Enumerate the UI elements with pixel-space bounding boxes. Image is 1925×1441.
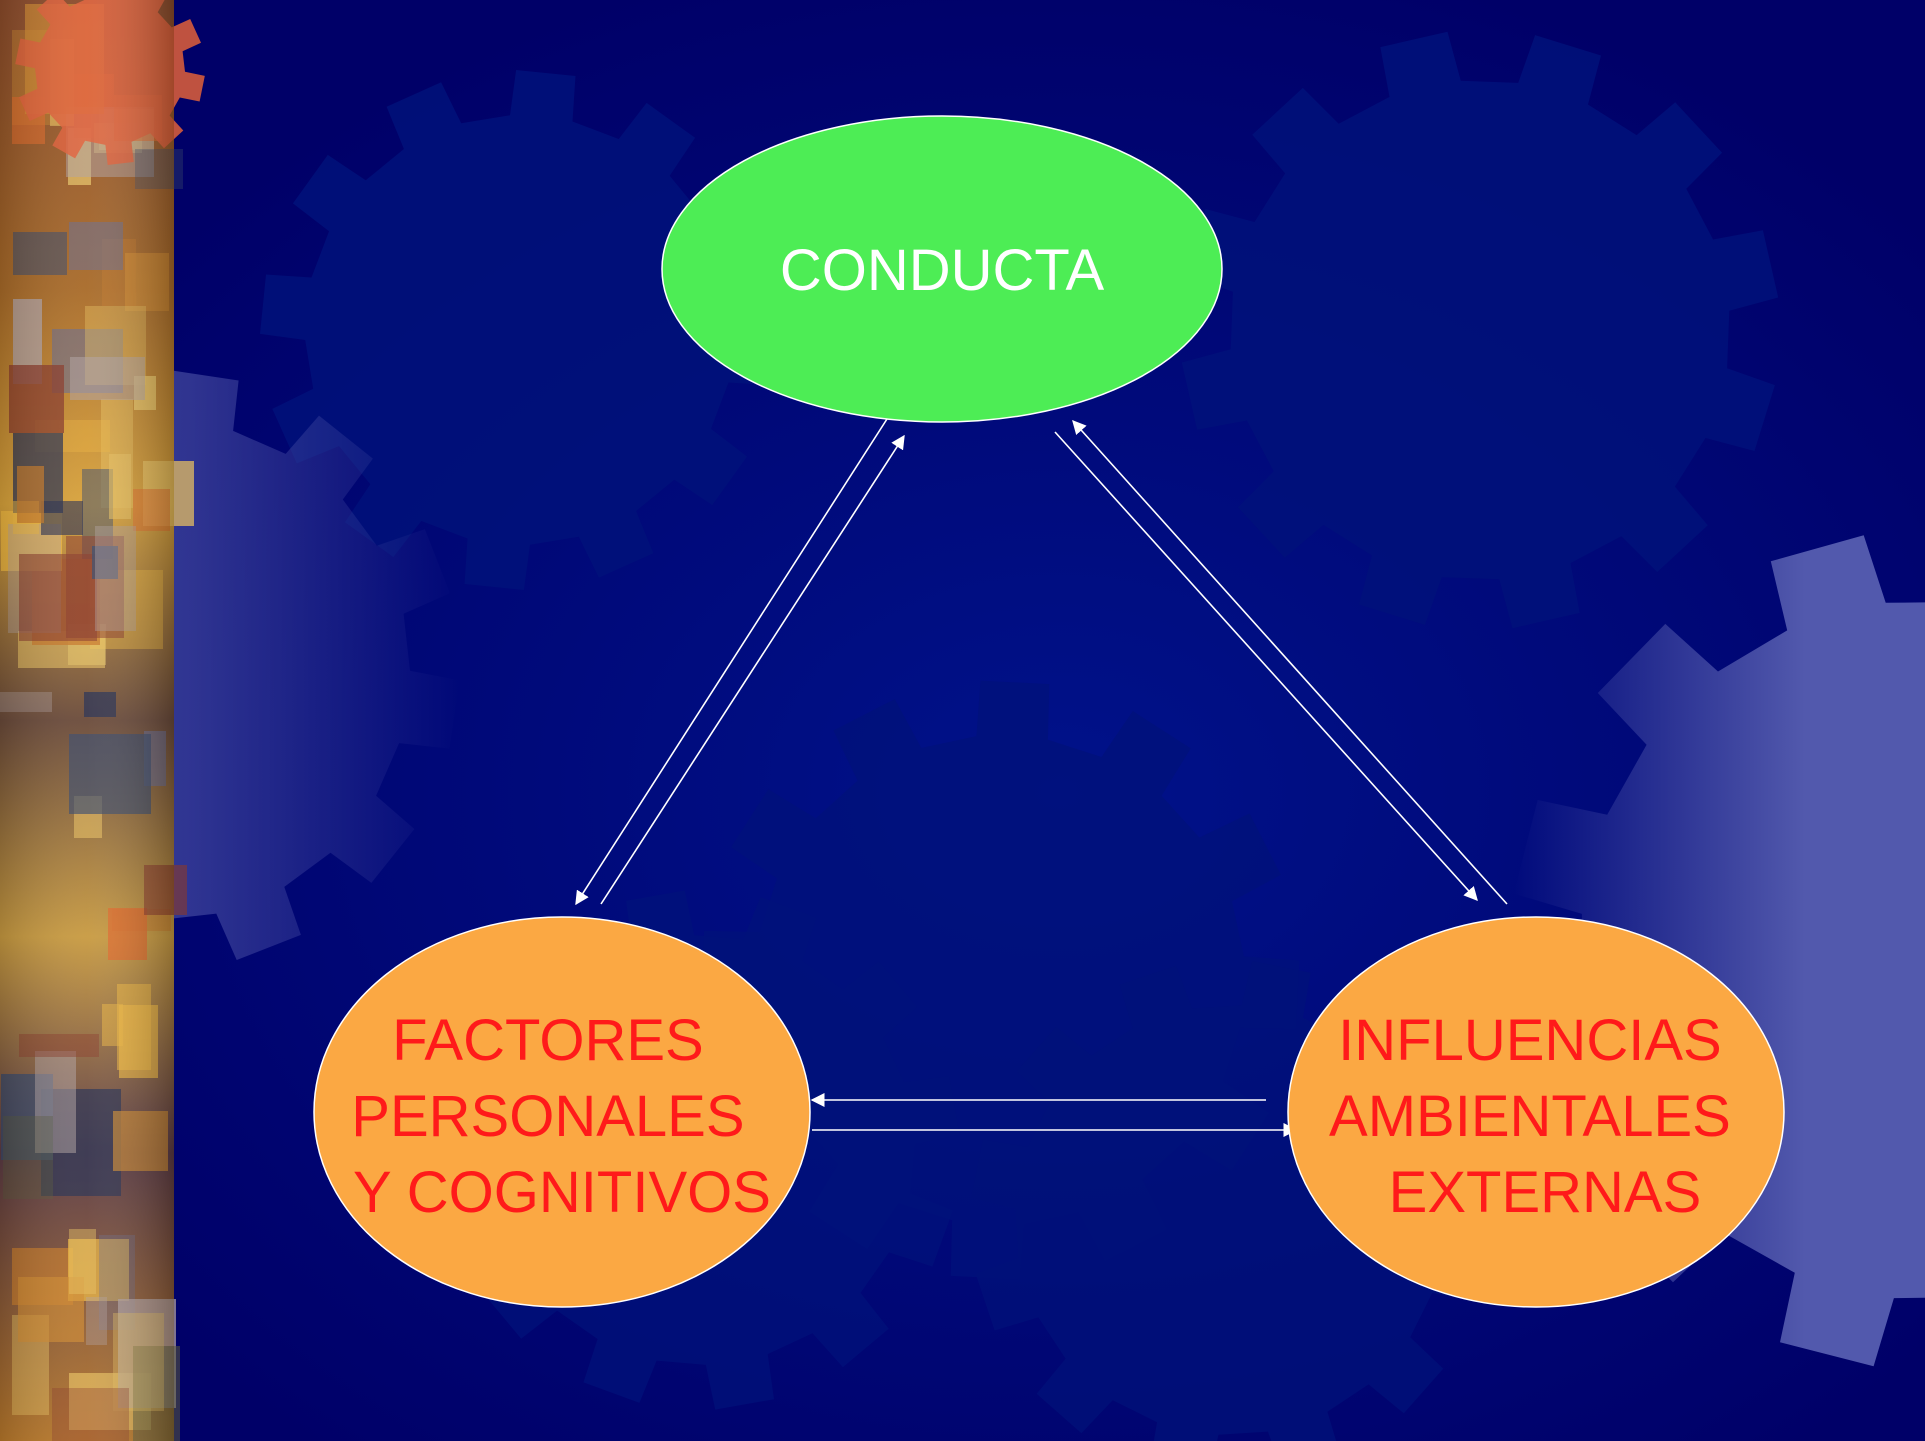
- arrow-factores-to-conducta: [600, 434, 905, 905]
- gear-shape: [1181, 31, 1779, 629]
- gear-shape: [1513, 535, 1925, 1367]
- node-factores-label: FACTORES PERSONALES Y COGNITIVOS: [351, 1008, 771, 1225]
- node-influencias-line: INFLUENCIAS: [1338, 1008, 1722, 1073]
- node-factores-line: PERSONALES: [351, 1084, 744, 1149]
- node-conducta-label: CONDUCTA: [780, 238, 1105, 303]
- node-conducta-line: CONDUCTA: [780, 238, 1105, 303]
- node-influencias: INFLUENCIAS AMBIENTALES EXTERNAS: [1287, 916, 1785, 1308]
- gear-shape: [260, 70, 780, 590]
- node-factores-line: FACTORES: [392, 1008, 704, 1073]
- arrow-influencias-to-conducta: [1072, 419, 1508, 905]
- node-influencias-line: AMBIENTALES: [1329, 1084, 1731, 1149]
- node-influencias-label: INFLUENCIAS AMBIENTALES EXTERNAS: [1329, 1008, 1747, 1225]
- node-influencias-line: EXTERNAS: [1389, 1160, 1702, 1225]
- node-conducta: CONDUCTA: [661, 115, 1223, 423]
- arrow-conducta-to-influencias: [1054, 431, 1478, 902]
- arrows-layer: [575, 418, 1508, 1137]
- left-collage-strip: [0, 0, 205, 1441]
- node-factores-shape: [313, 916, 811, 1308]
- node-conducta-shape: [661, 115, 1223, 423]
- node-factores: FACTORES PERSONALES Y COGNITIVOS: [313, 916, 811, 1308]
- arrow-conducta-to-factores: [575, 418, 888, 906]
- node-factores-line: Y COGNITIVOS: [353, 1160, 771, 1225]
- node-influencias-shape: [1287, 916, 1785, 1308]
